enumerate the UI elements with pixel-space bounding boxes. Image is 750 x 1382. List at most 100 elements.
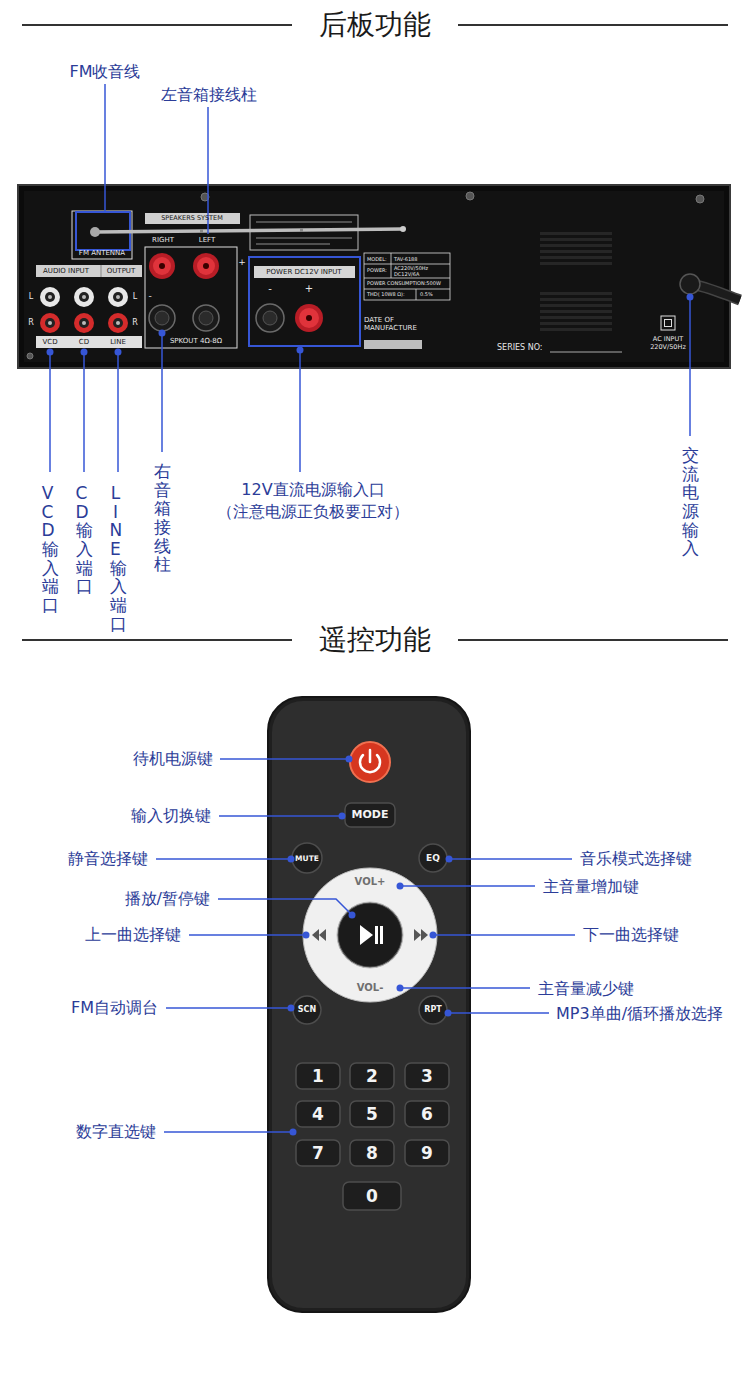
button-text: SCN (298, 1005, 316, 1015)
warning-box (250, 215, 358, 250)
red-terminal (149, 253, 323, 332)
fm-antenna-rod (300, 228, 303, 232)
date-bar (364, 340, 422, 349)
vent (540, 316, 612, 319)
heading-rule (458, 24, 728, 26)
leader-line (218, 899, 352, 915)
red-terminal (149, 253, 175, 279)
button-body (405, 1063, 449, 1089)
panel-text: - (148, 291, 151, 302)
previous-icon (319, 929, 326, 941)
number-button: 4 (295, 1100, 341, 1128)
leader-dot (81, 349, 88, 356)
button-body (296, 1101, 340, 1127)
double-insulation-symbol (661, 316, 675, 330)
number-button: 6 (404, 1100, 450, 1128)
next-icon (414, 929, 421, 941)
vent (540, 238, 612, 241)
audio-plaque (36, 265, 142, 277)
warning-box (256, 237, 352, 239)
callout-label: 主音量减少键 (538, 979, 634, 998)
heading-rule (458, 639, 728, 641)
play-pause-button (380, 926, 383, 944)
panel-text: RIGHT (152, 236, 174, 244)
table-cell: TAV-6188 (394, 256, 417, 262)
spec-table (364, 253, 450, 300)
red-terminal (295, 304, 323, 332)
double-insulation-symbol (665, 320, 672, 327)
rca-jack-red (108, 313, 128, 333)
callout-label: FM自动调台 (71, 998, 158, 1017)
number-button: 1 (295, 1062, 341, 1090)
button-body (345, 803, 395, 827)
callout-label: 待机电源键 (133, 749, 213, 768)
button-text: EQ (426, 853, 440, 864)
panel-text: R (132, 318, 138, 328)
next-icon (421, 929, 428, 941)
button-body (405, 1101, 449, 1127)
red-terminal (197, 257, 215, 275)
vent (540, 262, 612, 265)
button-body (350, 1063, 394, 1089)
button-text: 6 (421, 1104, 433, 1124)
heading-rule (22, 639, 292, 641)
section-heading: 后板功能 (319, 8, 431, 42)
spec-table (364, 278, 450, 279)
power-input-box (249, 257, 360, 346)
leader-line (220, 758, 349, 760)
remote-body (268, 697, 470, 1312)
number-button: 7 (295, 1139, 341, 1167)
black-terminal (149, 304, 284, 332)
button-body (350, 1140, 394, 1166)
audio-plaque (36, 265, 142, 348)
ac-cable (680, 274, 700, 294)
leader-line (83, 352, 85, 472)
red-terminal (153, 257, 171, 275)
fm-antenna-rod (90, 227, 100, 237)
panel-text: SPEAKERS SYSTEM (161, 215, 223, 223)
rear-panel (24, 191, 724, 362)
callout-label: LINE输入端口 (110, 484, 127, 634)
leader-dot (430, 932, 437, 939)
leader-line (299, 350, 301, 472)
leader-dot (397, 883, 404, 890)
panel-text: + (305, 283, 313, 295)
serial-underline (550, 352, 622, 353)
date-bar (364, 340, 422, 349)
leader-dot (397, 985, 404, 992)
button-body (293, 996, 321, 1024)
rca-jack-white (82, 295, 86, 299)
callout-label: MP3单曲/循环播放选择 (556, 1004, 723, 1023)
button-body (350, 1101, 394, 1127)
eq-button: EQ (418, 843, 448, 873)
number-button: 3 (404, 1062, 450, 1090)
button-text: 9 (421, 1143, 433, 1163)
ring-body (303, 868, 437, 1002)
panel-text: L (29, 292, 33, 302)
panel-text: - (268, 283, 272, 295)
leader-line (400, 987, 530, 989)
red-terminal (306, 315, 312, 321)
leader-line (219, 815, 342, 817)
play-pause-button (375, 926, 378, 944)
speaker-terminal-box (145, 247, 237, 348)
leader-dot (339, 813, 346, 820)
leader-dot (303, 932, 310, 939)
table-cell: 0.5% (420, 291, 433, 297)
panel-text: LINE (110, 338, 126, 346)
antenna-box (72, 211, 132, 259)
ac-cable (680, 274, 740, 300)
power-button (350, 742, 390, 782)
callout-label: 数字直选键 (76, 1122, 156, 1141)
button-text: VOL- (357, 982, 384, 994)
spec-table (364, 264, 450, 265)
button-text: 8 (366, 1143, 378, 1163)
remote-body (268, 697, 470, 1312)
panel-text: R (28, 318, 34, 328)
vent (540, 328, 612, 331)
rear-panel (18, 185, 730, 368)
rca-jack-white (74, 287, 94, 307)
button-text: 1 (312, 1066, 324, 1086)
leader-line (49, 352, 51, 472)
